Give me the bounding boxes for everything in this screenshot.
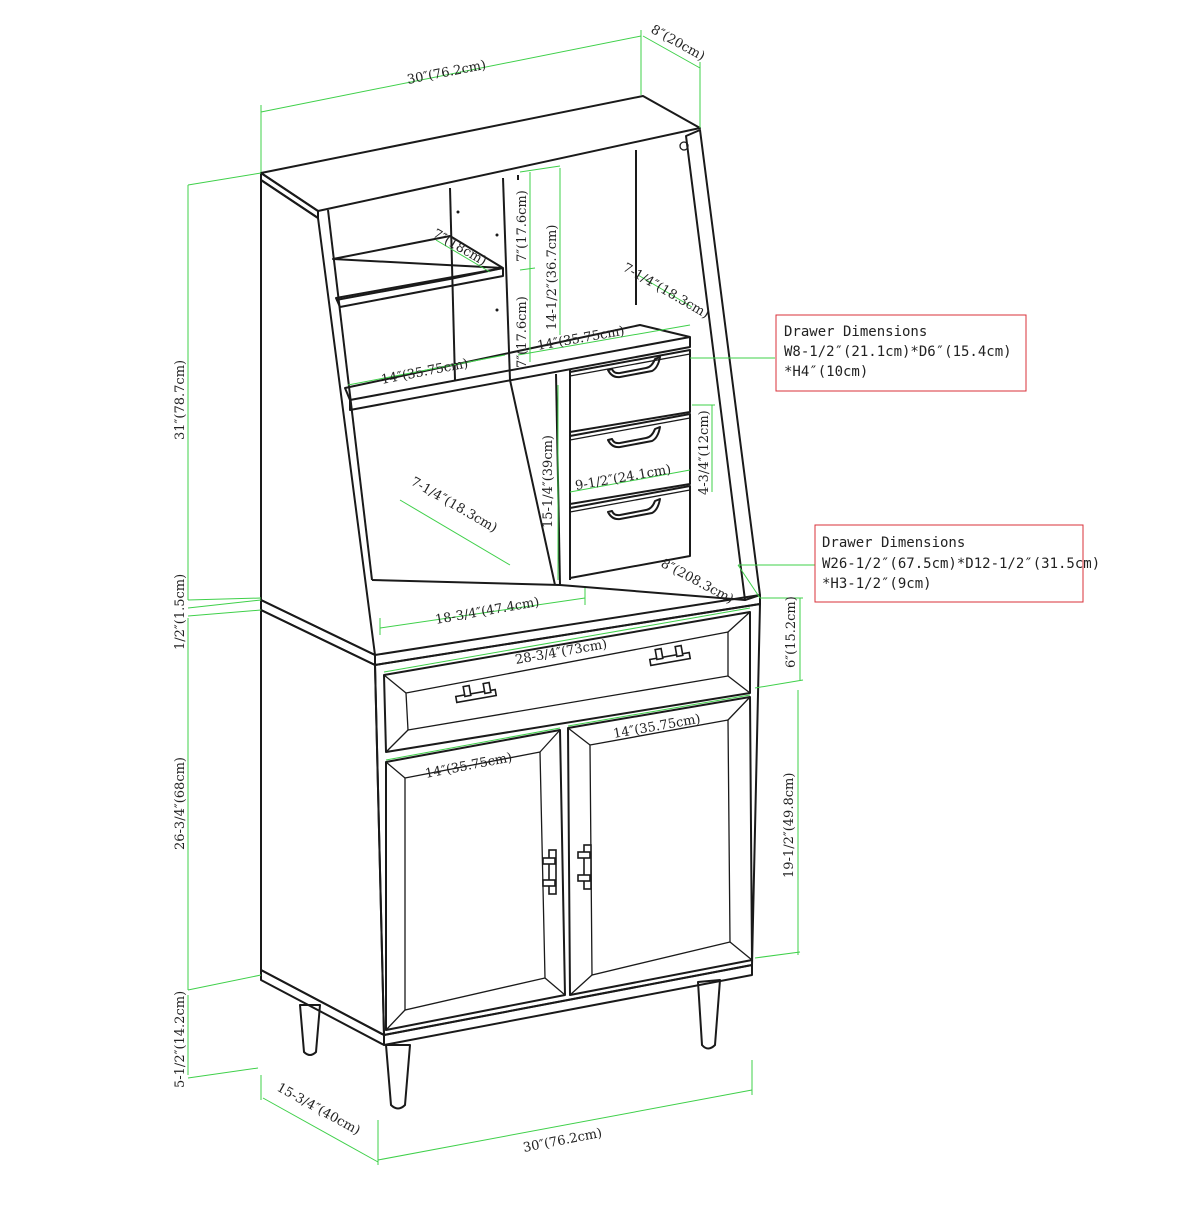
desk-depth-label: 8″(208.3cm) xyxy=(658,556,736,607)
large-drawer-callout-title: Drawer Dimensions xyxy=(822,535,965,551)
shelf-height-lower-label: 7″(17.6cm) xyxy=(515,296,530,368)
large-drawer-callout-box xyxy=(814,524,1084,603)
small-drawer-callout-line1: W8-1/2″(21.1cm)*D6″(15.4cm) xyxy=(784,344,1012,360)
large-drawer-callout-line1: W26-1/2″(67.5cm)*D12-1/2″(31.5cm) xyxy=(822,556,1100,572)
top-width-label: 30″(76.2cm) xyxy=(406,58,487,88)
base-cabinet xyxy=(260,603,761,1046)
open-area-depth-label: 7-1/4″(18.3cm) xyxy=(408,474,500,536)
leg-height-label: 5-1/2″(14.2cm) xyxy=(173,991,188,1088)
left-shelf-width-label: 14″(35.75cm) xyxy=(380,356,470,388)
drawer-front-height-label: 6″(15.2cm) xyxy=(784,596,799,668)
large-drawer-callout: Drawer Dimensions W26-1/2″(67.5cm)*D12-1… xyxy=(814,524,1100,603)
hutch-height-label: 31″(78.7cm) xyxy=(173,360,188,440)
cabinet-doors xyxy=(385,696,753,1031)
dimension-labels: 30″(76.2cm) 8″(20cm) 31″(78.7cm) 1/2″(1.… xyxy=(173,22,799,1156)
small-drawer-callout-line2: *H4″(10cm) xyxy=(784,364,868,380)
small-drawer-stack xyxy=(569,349,691,579)
base-height-label: 26-3/4″(68cm) xyxy=(173,757,188,850)
wide-drawer-front xyxy=(383,611,751,753)
drawer-box-height-label: 4-3/4″(12cm) xyxy=(697,410,712,495)
door-height-label: 19-1/2″(49.8cm) xyxy=(782,773,797,878)
small-drawer-callout-title: Drawer Dimensions xyxy=(784,324,927,340)
shelf-height-upper-label: 7″(17.6cm) xyxy=(515,190,530,262)
cubby-depth-label: 7″(18cm) xyxy=(430,226,489,269)
door-width-left-label: 14″(35.75cm) xyxy=(424,750,514,782)
open-area-height-label: 15-1/4″(39cm) xyxy=(541,435,556,528)
cabinet-legs xyxy=(299,979,721,1110)
hutch-back-and-shelves xyxy=(327,175,691,586)
desk-thickness-label: 1/2″(1.5cm) xyxy=(173,574,188,650)
dimension-lines xyxy=(187,30,815,1165)
base-depth-label: 15-3/4″(40cm) xyxy=(274,1080,363,1138)
hutch-top-panel xyxy=(260,95,701,219)
small-drawer-callout: Drawer Dimensions W8-1/2″(21.1cm)*D6″(15… xyxy=(775,314,1027,392)
right-shelf-depth-label: 7-1/4″(18.3cm) xyxy=(620,260,712,322)
open-area-width-label: 18-3/4″(47.4cm) xyxy=(434,595,540,628)
large-drawer-callout-line2: *H3-1/2″(9cm) xyxy=(822,576,932,592)
shelf-height-total-label: 14-1/2″(36.7cm) xyxy=(545,225,560,330)
small-drawer-callout-box xyxy=(775,314,1027,392)
